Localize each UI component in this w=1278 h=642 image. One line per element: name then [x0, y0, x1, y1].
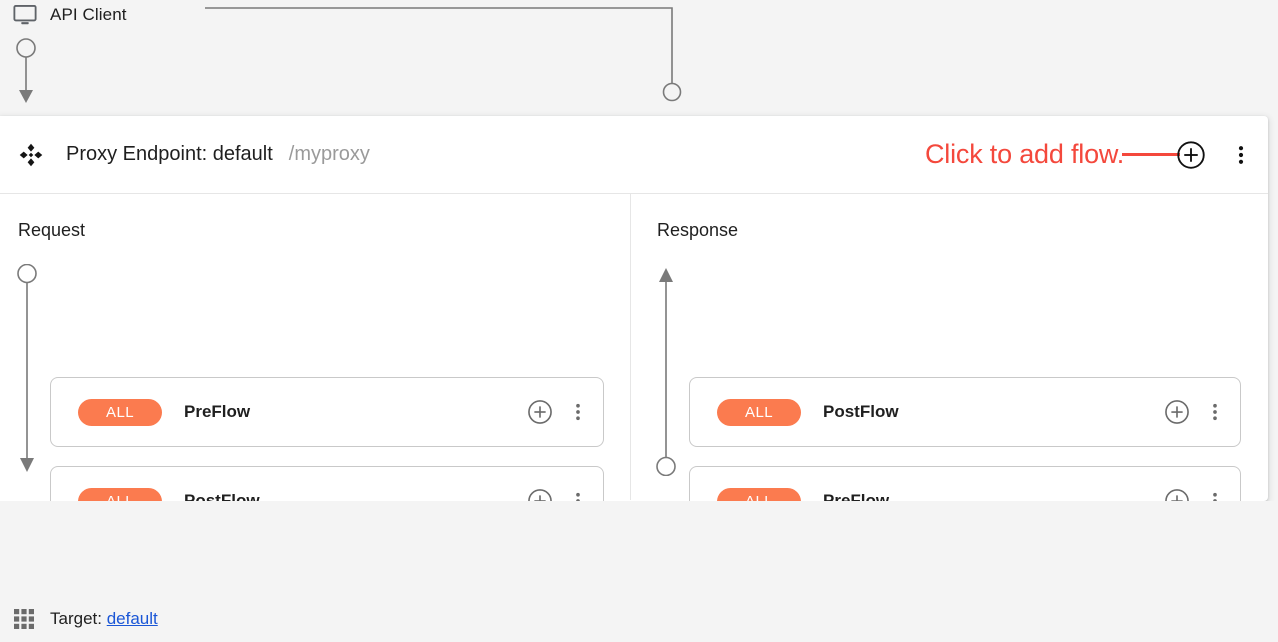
target-label: Target: default [50, 609, 158, 629]
flow-card[interactable]: ALL PreFlow [689, 466, 1241, 501]
request-flow-card-list: ALL PreFlow [50, 377, 604, 501]
flow-columns: Request ALL PreFlow [0, 194, 1268, 501]
add-flow-annotation-text: Click to add flow. [925, 139, 1124, 169]
more-vertical-icon [1238, 145, 1244, 164]
more-vertical-icon [1213, 403, 1217, 421]
flow-condition-badge: ALL [717, 398, 801, 426]
target-node[interactable]: Target: default [12, 607, 158, 631]
flow-condition-badge: ALL [78, 487, 162, 501]
response-column-title: Response [657, 220, 739, 240]
response-flow-rail [656, 268, 676, 476]
flow-more-menu-button[interactable] [1204, 488, 1226, 501]
more-vertical-icon [1213, 492, 1217, 501]
flow-more-menu-button[interactable] [567, 488, 589, 501]
target-label-text: Target: [50, 609, 102, 628]
flow-more-menu-button[interactable] [567, 399, 589, 425]
more-vertical-icon [576, 492, 580, 501]
api-client-node: API Client [12, 2, 127, 28]
circle-plus-icon [528, 489, 552, 501]
circle-plus-icon [528, 400, 552, 424]
annotation-leader-line [1122, 153, 1180, 156]
monitor-icon [13, 4, 37, 25]
circle-plus-icon [1165, 400, 1189, 424]
proxy-endpoint-basepath: /myproxy [288, 143, 370, 165]
circle-plus-icon [1165, 489, 1189, 501]
proxy-endpoint-panel: Proxy Endpoint: default /myproxy Click t… [0, 116, 1268, 501]
target-endpoint-link[interactable]: default [106, 609, 158, 628]
flow-name-label: PostFlow [823, 402, 899, 421]
proxy-endpoint-header[interactable]: Proxy Endpoint: default /myproxy Click t… [0, 116, 1268, 194]
add-flow-button[interactable] [1176, 140, 1206, 170]
flow-name-label: PreFlow [184, 402, 251, 421]
client-to-endpoint-connector [16, 7, 682, 103]
endpoint-more-menu-button[interactable] [1228, 140, 1254, 170]
flow-card[interactable]: ALL PostFlow [689, 377, 1241, 447]
flow-condition-badge: ALL [717, 487, 801, 501]
request-flow-rail [17, 264, 37, 472]
circle-plus-icon [1177, 140, 1205, 169]
flow-name-label: PostFlow [184, 491, 260, 501]
flow-more-menu-button[interactable] [1204, 399, 1226, 425]
more-vertical-icon [576, 403, 580, 421]
add-policy-button[interactable] [1164, 488, 1190, 501]
proxy-endpoint-title: Proxy Endpoint: default [66, 143, 273, 165]
flow-condition-badge: ALL [78, 398, 162, 426]
add-policy-button[interactable] [527, 399, 553, 425]
grid-apps-icon [14, 609, 34, 629]
api-client-label: API Client [50, 5, 127, 24]
response-column: Response ALL PostFlow [631, 194, 1267, 501]
add-flow-annotation: Click to add flow. [925, 141, 1180, 168]
add-policy-button[interactable] [1164, 399, 1190, 425]
flow-card[interactable]: ALL PreFlow [50, 377, 604, 447]
add-policy-button[interactable] [527, 488, 553, 501]
api-client-row: API Client [0, 0, 1278, 116]
flow-name-label: PreFlow [823, 491, 890, 501]
move-handle-icon[interactable] [18, 142, 44, 168]
request-column: Request ALL PreFlow [0, 194, 631, 501]
target-row: Target: default [0, 501, 1278, 642]
request-column-title: Request [18, 220, 86, 240]
flow-card[interactable]: ALL PostFlow [50, 466, 604, 501]
response-flow-card-list: ALL PostFlow [689, 377, 1241, 501]
